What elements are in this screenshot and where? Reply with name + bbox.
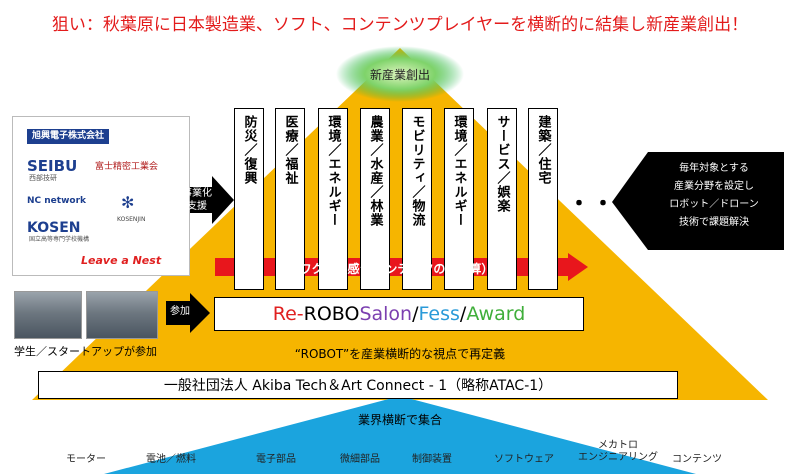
nc-network-logo: NC network [27,196,87,206]
redefine-text: “ROBOT”を産業横断的な視点で再定義 [294,347,506,361]
industry-item: 電池／燃料 [146,454,196,465]
pillar-environment-energy-2: 環境／エネルギー [444,108,474,290]
sponsor-logos: 旭興電子株式会社 SEIBU 西部技研 富士精密工業会 NC network ✻… [12,116,190,276]
pillar-service-entertainment: サービス／娯楽 [487,108,517,290]
red-banner-text: “ワクワク感”（コンテンツの掛け算） [291,262,494,276]
kohoku-logo: 旭興電子株式会社 [27,129,110,144]
re-robo-box: Re- ROBO Salon / Fess / Award [214,297,584,331]
base-triangle [104,396,696,474]
business-support-label: 事業化 支援 [182,188,212,212]
gather-text: 業界横断で集合 [357,413,442,427]
ellipsis: ・・・ [568,192,641,217]
photo-caption: 学生／スタートアップが参加 [14,345,157,358]
industry-item: モーター [66,454,106,465]
pillar-agriculture: 農業／水産／林業 [360,108,390,290]
slash: / [412,303,419,325]
industry-item: 微細部品 [340,454,380,465]
organization-box: 一般社団法人 Akiba Tech＆Art Connect - 1（略称ATAC… [38,371,678,399]
industry-item: 制御装置 [412,454,452,465]
new-industry-label: 新産業創出 [369,68,430,82]
student-photo-1 [14,291,82,339]
join-arrow [166,293,210,333]
callout-shape [612,152,784,250]
seibu-sub: 西部技研 [29,174,57,182]
kosen-logo: KOSEN [27,220,81,236]
pillar-disaster-recovery: 防災／復興 [234,108,264,290]
join-label: 参加 [170,306,190,317]
pillar-construction-housing: 建築／住宅 [528,108,558,290]
headline: 狙い：秋葉原に日本製造業、ソフト、コンテンツプレイヤーを横断的に結集し新産業創出… [51,15,749,35]
student-photo-2 [86,291,158,339]
fujimi-logo: 富士精密工業会 [95,162,159,172]
organization-name: 一般社団法人 Akiba Tech＆Art Connect - 1（略称ATAC… [163,378,553,394]
callout: 毎年対象とする 産業分野を設定し ロボット／ドローン 技術で課題解決 [669,163,759,228]
industry-item: ソフトウェア [494,454,554,465]
business-support-arrow [176,176,234,224]
kosen-sub: 国立高等専門学校機構 [29,236,90,243]
robo-text: ROBO [303,303,360,325]
kosen-mark-icon: ✻ [121,193,135,212]
industry-item: メカトロ エンジニアリング [578,440,658,463]
industry-item: 電子部品 [256,454,296,465]
leave-a-nest-logo: Leave a Nest [81,254,162,267]
pillar-mobility-logistics: モビリティ／物流 [402,108,432,290]
salon-text: Salon [359,303,413,325]
seibu-logo: SEIBU [27,157,78,175]
fess-text: Fess [418,303,460,325]
new-industry-glow [336,46,464,102]
industry-item: コンテンツ [672,454,722,465]
award-text: Award [466,303,526,325]
kosen-mark-text: KOSENJIN [117,216,146,223]
pillar-environment-energy: 環境／エネルギー [318,108,348,290]
pillar-medical-welfare: 医療／福祉 [275,108,305,290]
re-text: Re- [272,303,304,325]
slash: / [459,303,467,325]
